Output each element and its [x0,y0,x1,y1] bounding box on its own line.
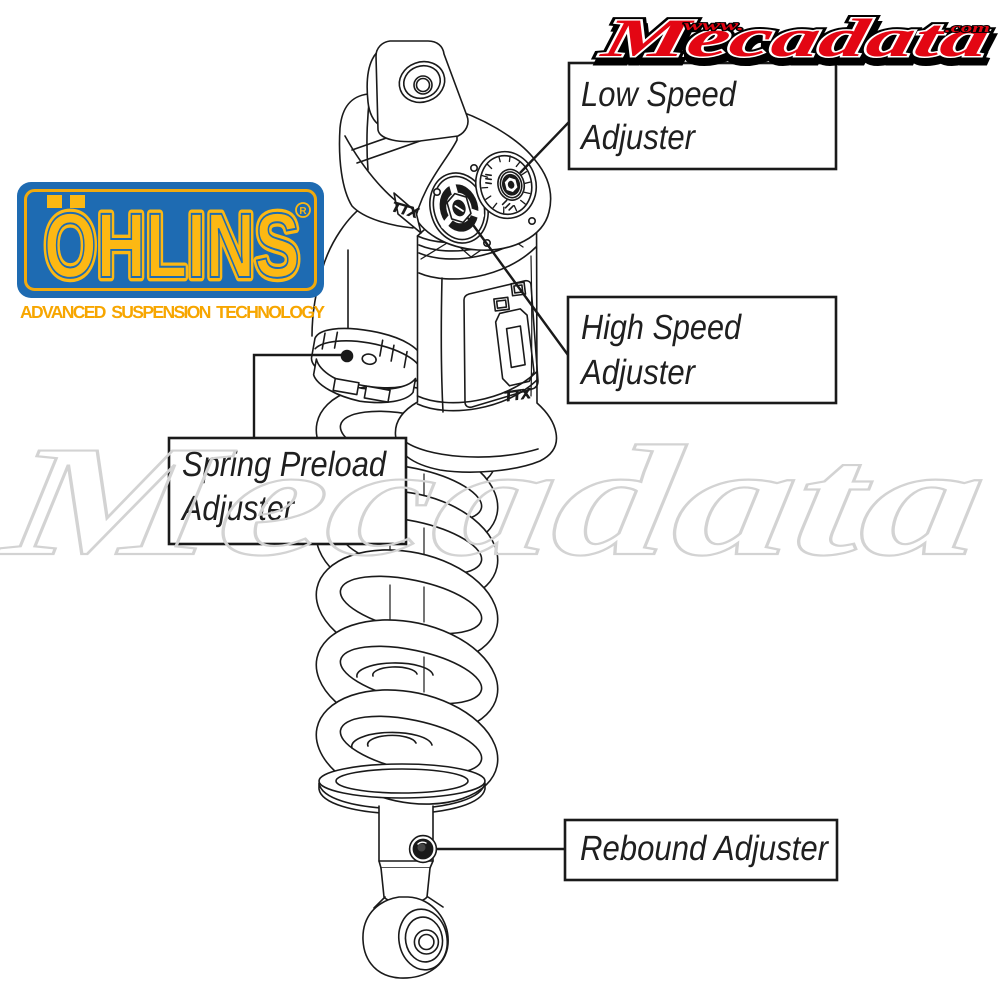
svg-text:Mecadata: Mecadata [596,8,996,68]
svg-text:Mecadata: Mecadata [596,8,996,68]
svg-text:Low Speed: Low Speed [581,75,737,114]
svg-text:Mecadata: Mecadata [0,414,996,589]
svg-text:OHLINS: OHLINS [44,194,300,297]
svg-text:Mecadata: Mecadata [596,8,996,68]
svg-text:TTX: TTX [503,385,533,405]
svg-text:High Speed: High Speed [581,308,742,347]
svg-text:R: R [299,206,307,217]
svg-text:Mecadata: Mecadata [598,14,998,74]
svg-text:TTX: TTX [390,198,421,221]
svg-text:.com: .com [945,20,990,35]
svg-text:Adjuster: Adjuster [579,353,696,392]
svg-text:www.: www. [684,18,744,34]
svg-text:Spring Preload: Spring Preload [182,445,387,484]
svg-text:OHLINS: OHLINS [44,194,300,297]
svg-text:ADVANCED SUSPENSION TECHNOLO: ADVANCED SUSPENSION TECHNOLOGY [20,302,325,322]
svg-text:Adjuster: Adjuster [579,118,696,157]
svg-text:Adjuster: Adjuster [180,489,295,528]
svg-text:Rebound Adjuster: Rebound Adjuster [580,829,829,868]
